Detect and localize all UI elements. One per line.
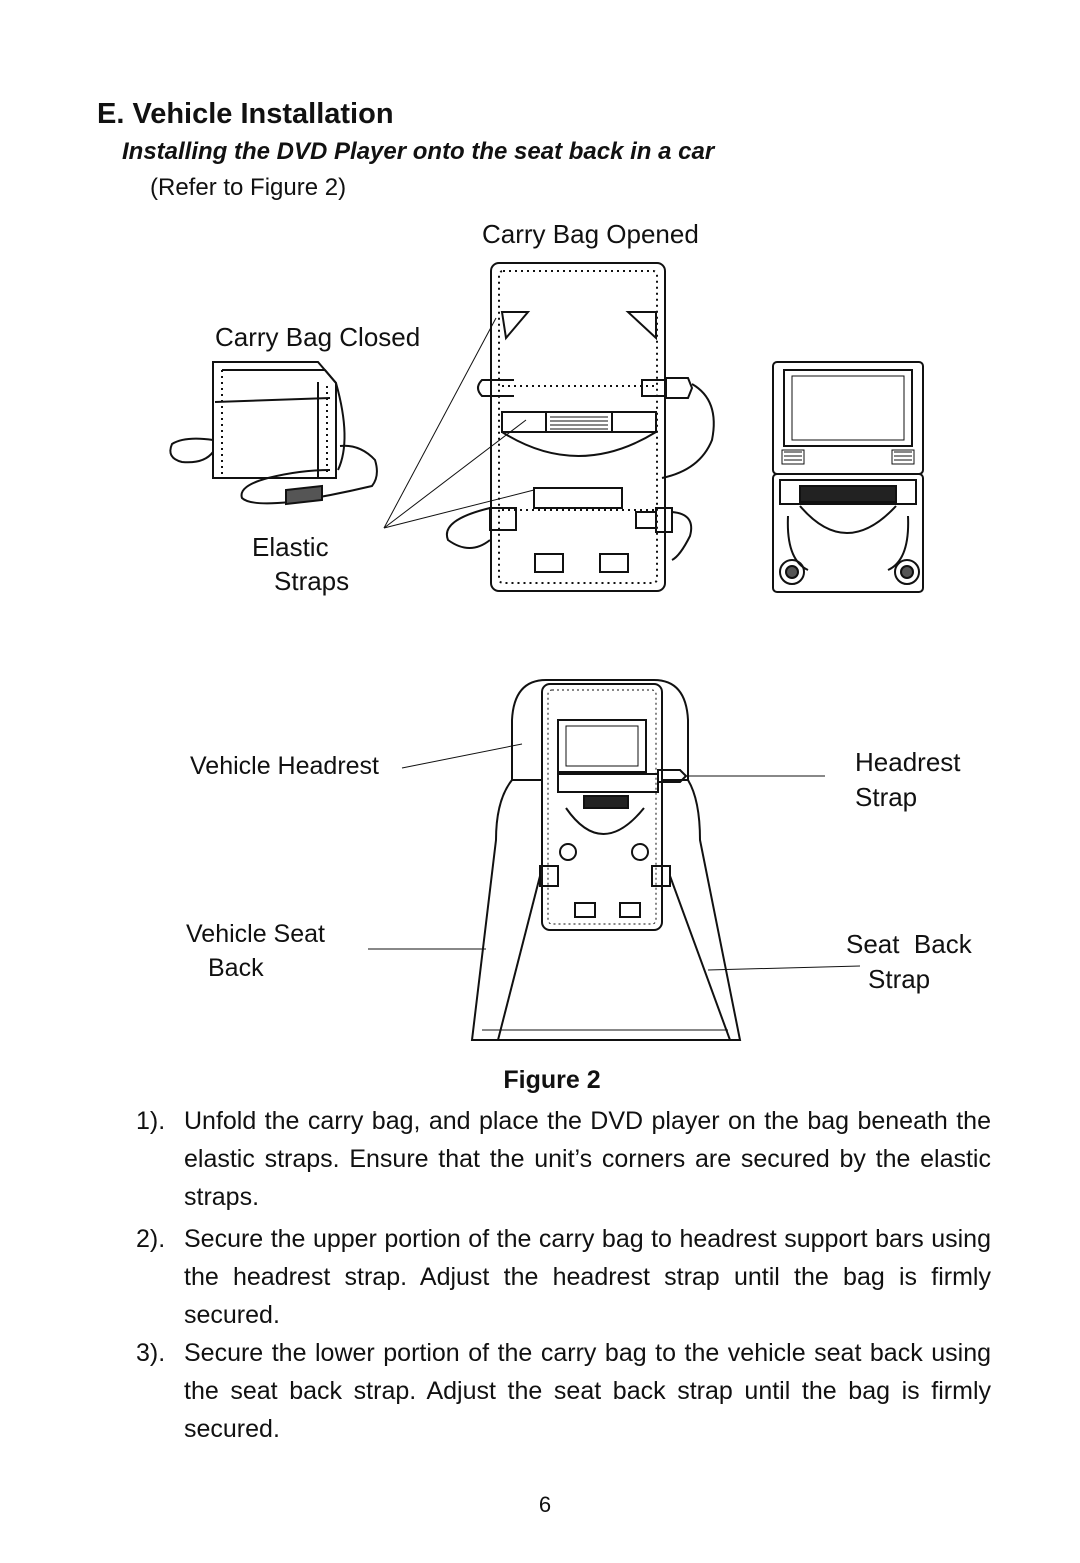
instruction-step-2: 2). Secure the upper portion of the carr… (136, 1220, 991, 1334)
instruction-step-1: 1). Unfold the carry bag, and place the … (136, 1102, 991, 1216)
carry-bag-opened-drawing (383, 262, 715, 592)
step-number: 3). (136, 1339, 166, 1367)
dvd-player-drawing (772, 361, 924, 593)
label-vehicle-headrest: Vehicle Headrest (190, 752, 380, 780)
step-text: Secure the lower portion of the carry ba… (184, 1339, 991, 1443)
section-subheading: Installing the DVD Player onto the seat … (122, 138, 715, 165)
page-number: 6 (538, 1492, 552, 1517)
section-heading: E. Vehicle Installation (97, 98, 394, 130)
label-seat-back-strap: Strap (868, 964, 931, 994)
label-elastic: Elastic (252, 532, 329, 562)
figure-reference: (Refer to Figure 2) (150, 174, 347, 201)
figure-caption: Figure 2 (503, 1066, 601, 1094)
vehicle-seat-drawing (368, 679, 861, 1041)
label-headrest: Headrest (855, 747, 961, 777)
label-straps: Straps (274, 566, 350, 596)
carry-bag-closed-drawing (169, 361, 378, 506)
label-carry-bag-opened: Carry Bag Opened (482, 219, 699, 249)
step-text: Unfold the carry bag, and place the DVD … (184, 1107, 991, 1211)
step-number: 1). (136, 1107, 166, 1135)
step-text: Secure the upper portion of the carry ba… (184, 1225, 991, 1329)
label-vehicle-seat: Vehicle Seat (186, 920, 325, 948)
instruction-step-3: 3). Secure the lower portion of the carr… (136, 1334, 991, 1448)
label-seat-back-strap-title: Seat Back (846, 929, 972, 959)
label-seat-back: Back (208, 954, 264, 982)
label-headrest-strap: Strap (855, 782, 918, 812)
step-number: 2). (136, 1225, 166, 1253)
label-carry-bag-closed: Carry Bag Closed (215, 322, 421, 352)
